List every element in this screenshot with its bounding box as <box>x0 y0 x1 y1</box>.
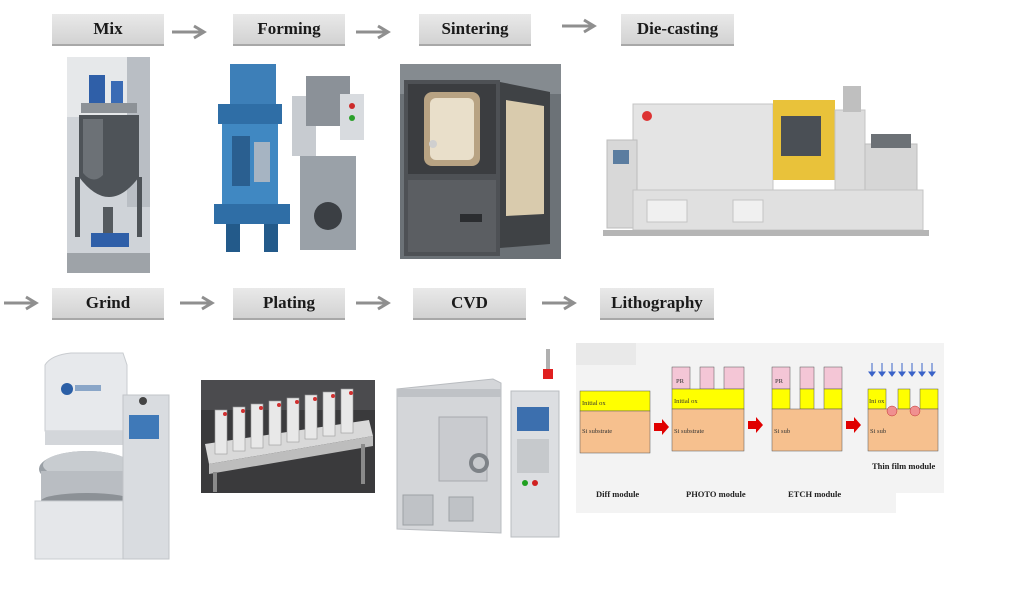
arrow-right-icon <box>4 295 39 311</box>
arrow-right-icon <box>356 24 391 40</box>
arrow-right-icon <box>562 18 597 34</box>
step-label-forming: Forming <box>233 14 345 46</box>
module-caption-diff: Diff module <box>596 489 639 499</box>
sintering-furnace-image <box>400 64 561 259</box>
resist-label: PR <box>676 378 685 385</box>
step-label-die-casting: Die-casting <box>621 14 734 46</box>
forming-machine-image <box>208 56 374 256</box>
process-arrow-icon <box>748 417 763 433</box>
arrow-right-icon <box>542 295 577 311</box>
plating-line-image <box>201 380 375 493</box>
step-label-lithography: Lithography <box>600 288 714 320</box>
module-caption-etch: ETCH module <box>788 489 841 499</box>
arrow-right-icon <box>180 295 215 311</box>
module-caption-photo: PHOTO module <box>686 489 746 499</box>
step-label-sintering: Sintering <box>419 14 531 46</box>
process-arrow-icon <box>654 419 669 435</box>
oxide-label: Initial ox <box>674 398 698 405</box>
substrate-label: Si substrate <box>674 428 704 435</box>
grinding-machine-image <box>31 351 175 564</box>
module-caption-thin-film: Thin film module <box>872 461 936 471</box>
arrow-right-icon <box>356 295 391 311</box>
step-label-plating: Plating <box>233 288 345 320</box>
step-label-cvd: CVD <box>413 288 526 320</box>
oxide-label: Initial ox <box>582 400 606 407</box>
process-arrow-icon <box>846 417 861 433</box>
arrow-right-icon <box>172 24 207 40</box>
resist-label: PR <box>775 378 784 385</box>
step-label-grind: Grind <box>52 288 164 320</box>
substrate-layer <box>579 410 651 454</box>
die-casting-machine-image <box>603 80 929 240</box>
lithography-process-diagram: Initial ox Si substrate PR Initial ox Si… <box>576 343 944 513</box>
substrate-label: Si sub <box>870 428 886 435</box>
substrate-label: Si substrate <box>582 428 612 435</box>
cvd-machine-image <box>393 347 565 547</box>
step-label-mix: Mix <box>52 14 164 46</box>
mixer-machine-image <box>67 57 150 273</box>
substrate-label: Si sub <box>774 428 790 435</box>
oxide-label: Ini ox <box>869 398 885 405</box>
